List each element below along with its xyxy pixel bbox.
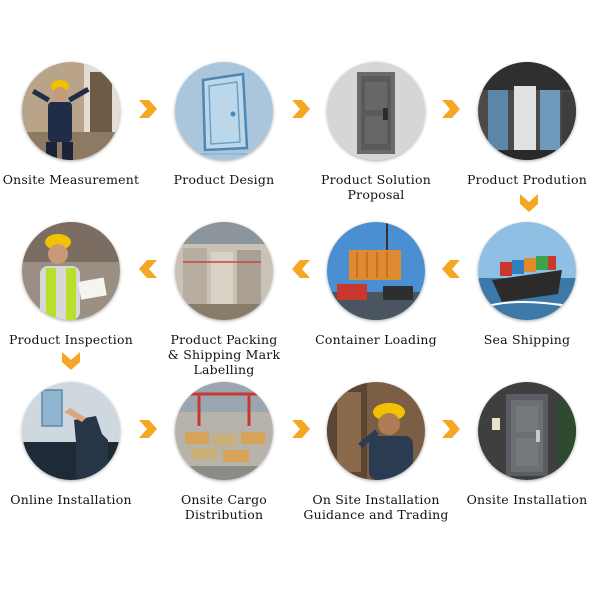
online-installation-photo [22, 382, 120, 480]
chevron-arrow-icon [440, 418, 462, 440]
installation-guidance-photo [327, 382, 425, 480]
chevron-arrow-icon [440, 98, 462, 120]
step-product-inspection: Product Inspection [0, 222, 146, 347]
chevron-arrow-icon [60, 350, 82, 372]
chevron-arrow-icon [137, 418, 159, 440]
step-label: Product Solution Proposal [321, 172, 431, 202]
steel-door-image [327, 62, 425, 160]
step-label: Product Inspection [9, 332, 133, 347]
step-label: Product Design [173, 172, 275, 187]
step-label: Sea Shipping [483, 332, 571, 347]
cargo-ship-photo [478, 222, 576, 320]
container-crane-photo [327, 222, 425, 320]
step-label: Onsite Cargo Distribution [180, 492, 268, 522]
chevron-arrow-icon [137, 258, 159, 280]
step-sea-shipping: Sea Shipping [452, 222, 600, 347]
chevron-arrow-icon [290, 418, 312, 440]
step-onsite-installation: Onsite Installation [452, 382, 600, 507]
step-label: Product Packing & Shipping Mark Labellin… [167, 332, 281, 377]
warehouse-packing-photo [175, 222, 273, 320]
step-container-loading: Container Loading [301, 222, 451, 347]
step-onsite-installation-guidance: On Site Installation Guidance and Tradin… [301, 382, 451, 522]
chevron-arrow-icon [290, 258, 312, 280]
installed-door-photo [478, 382, 576, 480]
step-label: Onsite Measurement [2, 172, 140, 187]
step-product-production: Product Prodution [452, 62, 600, 187]
step-product-solution-proposal: Product Solution Proposal [301, 62, 451, 202]
inspector-photo [22, 222, 120, 320]
step-product-design: Product Design [149, 62, 299, 187]
step-onsite-measurement: Onsite Measurement [0, 62, 146, 187]
chevron-arrow-icon [290, 98, 312, 120]
chevron-arrow-icon [440, 258, 462, 280]
step-onsite-cargo-distribution: Onsite Cargo Distribution [149, 382, 299, 522]
port-distribution-photo [175, 382, 273, 480]
step-label: On Site Installation Guidance and Tradin… [303, 492, 449, 522]
step-product-packing: Product Packing & Shipping Mark Labellin… [149, 222, 299, 377]
chevron-arrow-icon [518, 192, 540, 214]
door-blueprint-image [175, 62, 273, 160]
step-label: Onsite Installation [466, 492, 588, 507]
chevron-arrow-icon [137, 98, 159, 120]
step-label: Online Installation [10, 492, 132, 507]
step-label: Container Loading [315, 332, 437, 347]
worker-measuring-photo [22, 62, 120, 160]
step-label: Product Prodution [467, 172, 587, 187]
step-online-installation: Online Installation [0, 382, 146, 507]
factory-doors-photo [478, 62, 576, 160]
